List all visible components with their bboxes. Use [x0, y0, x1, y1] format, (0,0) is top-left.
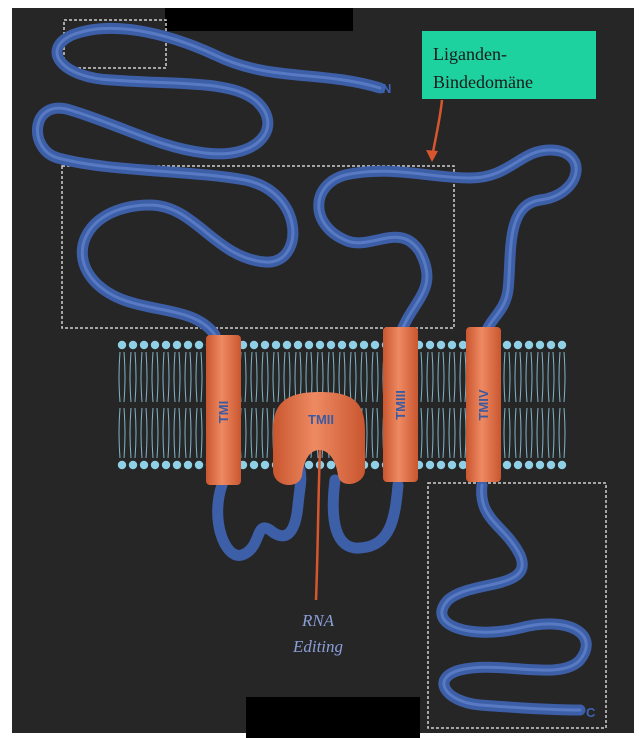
lipid-head	[503, 341, 511, 349]
lipid-head	[349, 341, 357, 349]
lipid-head	[514, 461, 522, 469]
lipid-head	[437, 341, 445, 349]
lipid-head	[129, 341, 137, 349]
lipid-head	[261, 461, 269, 469]
lipid-head	[558, 461, 566, 469]
tm1-label: TMI	[216, 401, 231, 423]
lipid-head	[371, 461, 379, 469]
lipid-head	[459, 341, 467, 349]
lipid-head	[151, 341, 159, 349]
redaction-bar-bottom	[246, 697, 420, 738]
lipid-head	[305, 341, 313, 349]
lipid-head	[184, 461, 192, 469]
lipid-head	[118, 461, 126, 469]
lipid-head	[327, 341, 335, 349]
lipid-head	[514, 341, 522, 349]
lipid-head	[360, 341, 368, 349]
lipid-head	[272, 341, 280, 349]
lipid-head	[250, 461, 258, 469]
lipid-head	[294, 341, 302, 349]
lipid-head	[140, 461, 148, 469]
lipid-head	[162, 461, 170, 469]
lipid-head	[558, 341, 566, 349]
lipid-head	[261, 341, 269, 349]
lipid-head	[305, 461, 313, 469]
ligand-domain-line2: Bindedomäne	[433, 72, 533, 92]
lipid-head	[448, 341, 456, 349]
lipid-head	[195, 461, 203, 469]
lipid-head	[536, 461, 544, 469]
ligand-domain-line1: Liganden-	[433, 44, 507, 64]
lipid-head	[173, 461, 181, 469]
lipid-head	[338, 341, 346, 349]
rna-editing-line2: Editing	[292, 637, 343, 656]
lipid-head	[173, 341, 181, 349]
tm2-label: TMII	[308, 412, 334, 427]
lipid-head	[283, 341, 291, 349]
c-terminus-label: C	[586, 705, 596, 720]
lipid-head	[140, 341, 148, 349]
lipid-head	[118, 341, 126, 349]
lipid-head	[184, 341, 192, 349]
lipid-head	[316, 341, 324, 349]
lipid-head	[437, 461, 445, 469]
lipid-head	[426, 461, 434, 469]
lipid-head	[426, 341, 434, 349]
lipid-head	[536, 341, 544, 349]
tm3-label: TMIII	[393, 390, 408, 420]
rna-editing-line1: RNA	[301, 611, 335, 630]
lipid-head	[371, 341, 379, 349]
lipid-head	[525, 341, 533, 349]
lipid-head	[459, 461, 467, 469]
lipid-head	[525, 461, 533, 469]
redaction-bar-top	[165, 8, 353, 31]
lipid-head	[547, 461, 555, 469]
n-terminus-label: N	[382, 81, 391, 96]
lipid-head	[503, 461, 511, 469]
lipid-head	[151, 461, 159, 469]
lipid-head	[448, 461, 456, 469]
tm4-label: TMIV	[476, 389, 491, 420]
lipid-head	[162, 341, 170, 349]
lipid-head	[250, 341, 258, 349]
lipid-head	[327, 461, 335, 469]
lipid-head	[547, 341, 555, 349]
lipid-head	[129, 461, 137, 469]
lipid-head	[195, 341, 203, 349]
